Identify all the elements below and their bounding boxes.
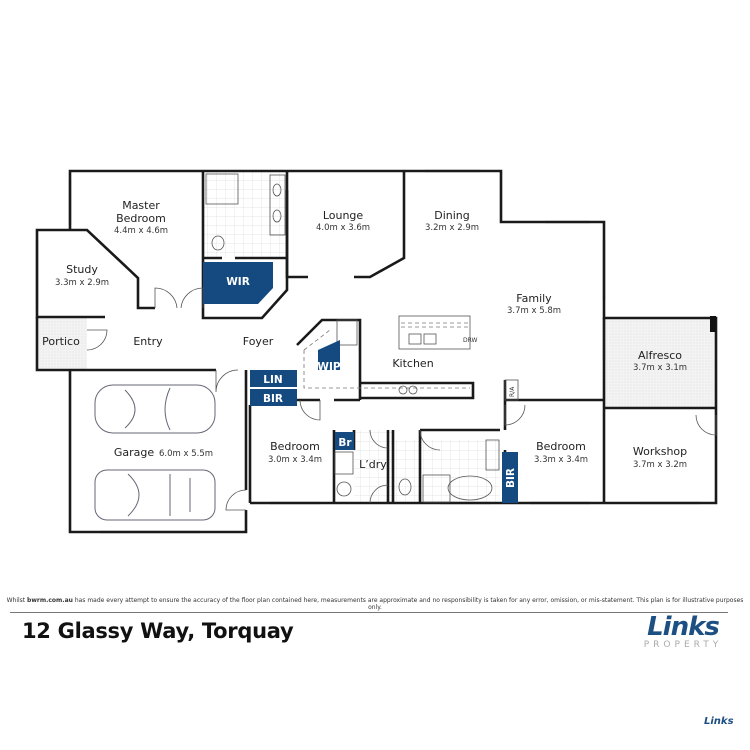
dining-label: Dining bbox=[434, 209, 470, 222]
lounge-label: Lounge bbox=[323, 209, 364, 222]
garage-label: Garage bbox=[114, 446, 155, 459]
family-dims: 3.7m x 5.8m bbox=[507, 306, 561, 316]
dishwasher-label: DRW bbox=[463, 337, 478, 344]
portico-floor bbox=[37, 317, 87, 370]
alfresco-floor bbox=[604, 318, 716, 408]
study-label: Study bbox=[66, 263, 98, 276]
master-bedroom-dims: 4.4m x 4.6m bbox=[114, 226, 168, 236]
divider bbox=[10, 612, 728, 613]
bedroom-3-dims: 3.3m x 3.4m bbox=[534, 455, 588, 465]
fixtures bbox=[205, 173, 519, 503]
disclaimer-site: bwrm.com.au bbox=[27, 597, 73, 604]
workshop-dims: 3.7m x 3.2m bbox=[633, 460, 687, 470]
kitchen-label: Kitchen bbox=[392, 357, 433, 370]
post bbox=[710, 316, 716, 332]
bedroom-3-label: Bedroom bbox=[536, 440, 586, 453]
floor-plan: WIR WIP LIN BIR Br BIR DRW R/A Master Be… bbox=[35, 169, 718, 534]
master-bedroom-label: Master bbox=[122, 199, 160, 212]
alfresco-dims: 3.7m x 3.1m bbox=[633, 363, 687, 373]
lin-block bbox=[250, 370, 297, 387]
entry-label: Entry bbox=[133, 335, 163, 348]
suv-icon bbox=[94, 469, 216, 521]
wir-block bbox=[203, 262, 273, 304]
wir-label: WIR bbox=[226, 276, 250, 288]
logo-word: Links bbox=[647, 612, 720, 642]
study-dims: 3.3m x 2.9m bbox=[55, 278, 109, 288]
dining-dims: 3.2m x 2.9m bbox=[425, 223, 479, 233]
br-label: Br bbox=[338, 437, 352, 449]
lin-label: LIN bbox=[263, 374, 282, 386]
family-label: Family bbox=[516, 292, 552, 305]
ra-label: R/A bbox=[509, 386, 516, 397]
laundry-label: L’dry bbox=[359, 458, 387, 471]
bedroom-2-dims: 3.0m x 3.4m bbox=[268, 455, 322, 465]
portico-label: Portico bbox=[42, 335, 80, 348]
br-block bbox=[335, 432, 354, 450]
bathroom-floor bbox=[393, 440, 500, 503]
laundry-floor bbox=[354, 430, 393, 503]
alfresco-label: Alfresco bbox=[638, 349, 682, 362]
lounge-dims: 4.0m x 3.6m bbox=[316, 223, 370, 233]
wip-label: WIP bbox=[317, 361, 340, 373]
disclaimer: Whilst bwrm.com.au has made every attemp… bbox=[0, 597, 750, 611]
disclaimer-text: Whilst bbox=[6, 597, 28, 604]
workshop-label: Workshop bbox=[633, 445, 687, 458]
doors bbox=[86, 287, 717, 511]
bir-label-2: BIR bbox=[505, 468, 517, 488]
links-watermark-logo: Links bbox=[704, 716, 734, 727]
wip-block bbox=[318, 340, 340, 370]
disclaimer-text-2: has made every attempt to ensure the acc… bbox=[72, 597, 744, 611]
bir-block bbox=[250, 389, 297, 406]
property-address: 12 Glassy Way, Torquay bbox=[22, 619, 294, 643]
foyer-label: Foyer bbox=[243, 335, 274, 348]
car-icon bbox=[94, 384, 216, 434]
bir-block-2 bbox=[502, 452, 518, 503]
bir-label: BIR bbox=[263, 393, 283, 405]
ensuite-floor bbox=[203, 171, 287, 258]
bedroom-2-label: Bedroom bbox=[270, 440, 320, 453]
master-bedroom-label-2: Bedroom bbox=[116, 212, 166, 225]
logo-sub: PROPERTY bbox=[643, 640, 723, 650]
links-property-logo: Links PROPERTY bbox=[638, 614, 728, 650]
garage-dims: 6.0m x 5.5m bbox=[159, 449, 213, 459]
